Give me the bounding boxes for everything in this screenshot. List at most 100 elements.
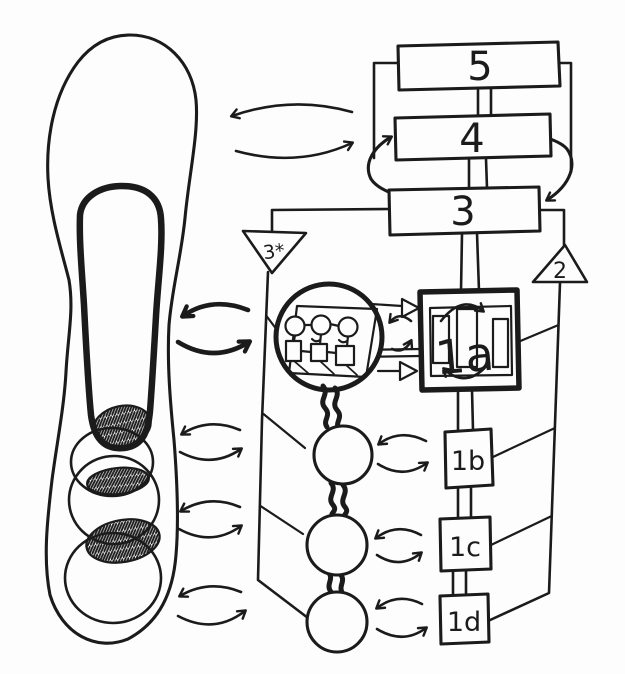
organic-structure: [44, 33, 199, 645]
stack-connectors: [451, 87, 493, 597]
network-node-circle-3: [337, 316, 359, 338]
chain-circle-1: [312, 424, 374, 486]
hatched-overlap-3: [85, 518, 161, 564]
cycle-arc-upper: [377, 433, 428, 446]
network-node-circle-1: [284, 315, 306, 337]
module-1b-label: 1b: [451, 446, 485, 477]
node-stem-2: [318, 332, 323, 346]
connector-3-1a: [459, 231, 481, 293]
cycle-arc-upper: [178, 500, 242, 513]
cycle-arrow-pair-top: [229, 103, 355, 160]
hatched-overlap-1: [92, 404, 152, 448]
network-node-square-3: [334, 344, 356, 367]
inset-diagonal-1: [293, 360, 309, 374]
cycle-arc-upper: [375, 597, 424, 610]
box-4-outline: [393, 112, 553, 162]
inner-membrane: [76, 182, 165, 452]
module-1a-cycle-bottom: [442, 361, 491, 380]
cycle-arc-lower: [176, 609, 247, 626]
module-1c-label: 1c: [449, 532, 481, 563]
cycle-arc-lower: [375, 551, 423, 564]
box-5-outline: [396, 40, 562, 92]
connector-1b-1c: [456, 485, 473, 520]
module-1a-cycle-top: [439, 302, 485, 323]
cycle-arrow-pair-1b: [376, 433, 429, 474]
cycle-arc-lower: [177, 524, 243, 539]
module-1d: 1d: [438, 592, 491, 646]
open-arrowhead-bottom: [398, 360, 419, 382]
box-3-outline: [387, 185, 542, 237]
right-edge-line: [486, 281, 562, 623]
inset-diagonal-3: [345, 364, 358, 376]
network-node-circle-2: [310, 314, 332, 336]
cycle-arc-upper: [180, 423, 242, 436]
module-1a: 1a: [417, 287, 522, 393]
triangle-marker-3star: 3*: [241, 229, 308, 275]
module-1d-outline: [438, 592, 491, 646]
cycle-arc-upper: [374, 527, 423, 540]
chain-circles: [305, 424, 374, 654]
wavy-link-1: [320, 383, 343, 432]
magnifier-inset: [273, 281, 385, 393]
scale-plane-right-edge: [486, 281, 562, 623]
cycle-arc-lower: [175, 339, 253, 356]
module-1a-slot-3: [491, 317, 510, 369]
right-diagonal-to-1c: [489, 514, 553, 547]
box-5-label: 5: [467, 44, 492, 90]
module-1c: 1c: [438, 515, 493, 573]
box-3-label: 3: [450, 189, 475, 235]
cycle-arc-upper: [229, 103, 354, 120]
triangle-3star-label: 3*: [262, 240, 286, 264]
cycle-arc-upper: [177, 585, 243, 598]
hierarchy-box-4: 4: [393, 112, 553, 162]
triangle-2-outline: [531, 243, 589, 284]
cycle-arrow-pair-thick: [175, 301, 253, 356]
cycle-arc-lower: [178, 447, 243, 462]
triangle-3star-stem: [270, 207, 391, 233]
cycle-arrow-pair-1d: [375, 597, 428, 639]
scale-plane-left-edge: [256, 270, 310, 620]
cycle-arc-lower: [376, 461, 429, 474]
node-tick-1: [310, 337, 322, 343]
module-1c-outline: [438, 515, 493, 573]
cycle-arc-upper: [180, 301, 251, 319]
cycle-arc-upper: [388, 312, 413, 324]
cycle-arc-lower: [390, 338, 414, 352]
module-1b: 1b: [443, 427, 495, 490]
cycle-arc-lower: [234, 140, 355, 160]
module-1a-label: 1a: [433, 327, 496, 387]
cycle-arrow-pair-left-4: [177, 500, 243, 539]
connector-1c-1d: [451, 568, 468, 597]
cycle-arc-lower: [375, 626, 428, 639]
magnifier-circle: [273, 281, 385, 393]
left-diagonal-to-circle-2: [259, 504, 305, 536]
inset-diagonal-2: [319, 360, 335, 375]
wavy-link-2: [328, 480, 350, 521]
connector-1a-1b: [456, 388, 475, 433]
triangle-2-label: 2: [553, 259, 567, 284]
chain-circle-3: [305, 590, 369, 654]
square-link-1: [299, 349, 313, 354]
chain-circle-2: [305, 513, 369, 577]
triangle-marker-2: 2: [531, 243, 589, 284]
square-link-2: [325, 350, 338, 355]
cycle-arrow-pair-1a: [388, 312, 414, 352]
node-tick-2: [337, 338, 349, 344]
network-node-square-2: [309, 342, 329, 363]
network-node-square-1: [284, 339, 303, 363]
connector-5-4: [476, 87, 493, 117]
box-4-label: 4: [459, 116, 484, 162]
signal-line-top: [369, 302, 404, 308]
cycle-arrow-pair-1c: [374, 527, 423, 564]
triangle-2-stem: [537, 208, 566, 247]
cycle-arrow-pair-left-3: [178, 423, 243, 462]
module-1a-slot-2: [455, 307, 479, 369]
open-arrowhead-top: [400, 297, 421, 319]
hierarchy-box-5: 5: [396, 40, 562, 92]
triangle-3star-outline: [241, 229, 308, 275]
right-diagonal-to-1b: [491, 426, 556, 459]
hierarchy-box-3: 3: [387, 185, 542, 237]
left-diagonal-to-circle-1: [262, 412, 307, 450]
